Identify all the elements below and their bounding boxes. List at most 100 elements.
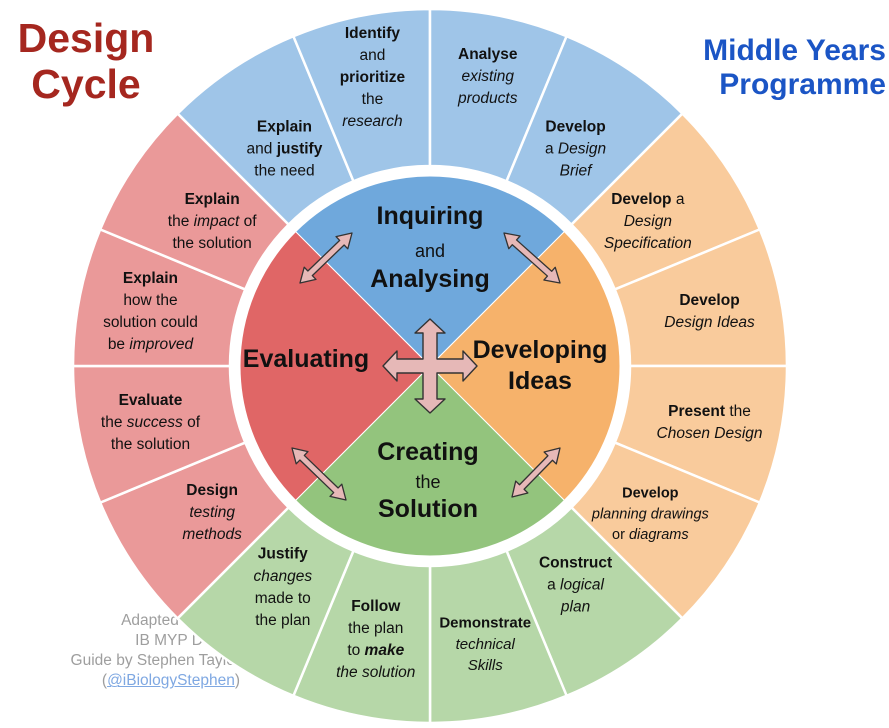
phase-developing-line-2: Ideas <box>508 367 572 395</box>
step-text-fragment: improved <box>129 336 194 353</box>
step-8-line-2: planning drawings <box>591 506 709 522</box>
arrow-developing-creating <box>511 447 561 498</box>
phase-creating-line-2: the <box>415 472 440 492</box>
step-15-line-4: be improved <box>108 336 195 353</box>
step-text-fragment: Develop <box>679 292 739 309</box>
step-text-fragment: technical <box>456 636 516 653</box>
step-text-fragment: make <box>365 642 405 659</box>
step-text-fragment: the <box>725 403 751 420</box>
step-text-fragment: research <box>342 113 402 130</box>
step-10-line-1: Demonstrate <box>439 615 531 632</box>
design-cycle-title: Design Cycle <box>0 15 172 108</box>
step-5-line-2: Design <box>624 213 672 230</box>
transition-arrows <box>291 232 561 501</box>
step-labels: Explain and justify the need Identify and pri… <box>101 25 763 681</box>
step-text-fragment: the need <box>254 163 314 180</box>
step-text-fragment: Identify <box>345 25 400 42</box>
twitter-handle-link[interactable]: @iBiologyStephen <box>107 672 235 690</box>
step-text-fragment: Develop <box>545 119 605 136</box>
step-text-fragment: Present <box>668 403 725 420</box>
step-7-line-1: Present the <box>668 403 751 420</box>
credit-line-3: Guide by Stephen Taylor <box>70 652 240 670</box>
step-text-fragment: be <box>108 336 130 353</box>
step-1-line-2: and justify <box>247 141 323 158</box>
title-left-line-2: Cycle <box>31 60 141 107</box>
step-text-fragment: Chosen Design <box>657 425 763 442</box>
step-10-line-2: technical <box>456 636 516 653</box>
step-text-fragment: Justify <box>258 546 308 563</box>
step-12-line-2: changes <box>253 568 312 585</box>
step-5-line-3: Specification <box>604 235 692 252</box>
step-9-line-1: Construct <box>539 554 612 571</box>
step-text-fragment: prioritize <box>340 69 406 86</box>
step-7-line-2: Chosen Design <box>657 425 763 442</box>
step-text-fragment: existing <box>461 68 514 85</box>
step-1-line-3: the need <box>254 163 314 180</box>
quadrant-developing <box>429 230 621 502</box>
step-text-fragment: the plan <box>348 620 403 637</box>
step-4-line-2: a Design <box>545 141 606 158</box>
step-text-fragment: impact <box>194 213 240 230</box>
step-12-line-4: the plan <box>255 612 310 629</box>
step-text-fragment: and <box>360 47 386 64</box>
step-2-line-5: research <box>342 113 402 130</box>
step-text-fragment: Design <box>186 482 238 499</box>
step-text-fragment: the <box>168 213 194 230</box>
arrow-evaluating-inquiring-shape <box>299 232 353 284</box>
step-text-fragment: Analyse <box>458 46 518 63</box>
step-text-fragment: Construct <box>539 554 612 571</box>
quadrant-inquiring <box>294 175 566 367</box>
step-2-line-1: Identify <box>345 25 400 42</box>
inner-disk <box>239 175 621 557</box>
step-15-line-1: Explain <box>123 270 178 287</box>
phase-labels: InquiringandAnalysingDevelopingIdeasCrea… <box>243 202 608 523</box>
center-cross-shape <box>382 318 478 414</box>
step-text-fragment: logical <box>560 576 604 593</box>
arrow-inquiring-developing-shape <box>503 232 561 284</box>
step-4-line-3: Brief <box>560 163 594 180</box>
step-11-line-1: Follow <box>351 598 401 615</box>
title-left-line-1: Design <box>17 15 155 61</box>
credit-line-4: (@iBiologyStephen) <box>0 671 240 691</box>
step-14-line-3: the solution <box>111 436 190 453</box>
step-8-line-1: Develop <box>622 486 679 502</box>
title-right-line-1: Middle Years <box>703 34 886 67</box>
step-text-fragment: Demonstrate <box>439 615 531 632</box>
step-text-fragment: Develop <box>622 486 679 502</box>
phase-developing-line-1: Developing <box>473 336 608 364</box>
credit-open-paren: ( <box>101 672 108 690</box>
step-11-line-3: to make <box>347 642 404 659</box>
step-text-fragment: a <box>545 141 558 158</box>
step-12-line-3: made to <box>255 590 311 607</box>
step-text-fragment: Brief <box>560 163 594 180</box>
step-text-fragment: products <box>457 90 518 107</box>
step-text-fragment: plan <box>560 598 590 615</box>
step-14-line-2: the success of <box>101 414 201 431</box>
step-9-line-2: a logical <box>547 576 604 593</box>
step-text-fragment: Design <box>624 213 672 230</box>
step-text-fragment: Specification <box>604 235 692 252</box>
step-text-fragment: success <box>127 414 183 431</box>
step-16-line-1: Explain <box>185 191 240 208</box>
step-16-line-2: the impact of <box>168 213 257 230</box>
step-13-line-1: Design <box>186 482 238 499</box>
step-text-fragment: the plan <box>255 612 310 629</box>
step-3-line-3: products <box>457 90 518 107</box>
step-text-fragment: how the <box>123 292 177 309</box>
step-2-line-4: the <box>362 91 384 108</box>
step-text-fragment: or <box>612 527 629 543</box>
phase-creating-line-1: Creating <box>377 438 478 466</box>
arrow-inquiring-developing <box>503 232 561 284</box>
step-11-line-2: the plan <box>348 620 403 637</box>
step-13-line-2: testing <box>189 504 235 521</box>
step-text-fragment: Develop <box>611 191 671 208</box>
step-15-line-3: solution could <box>103 314 198 331</box>
step-text-fragment: the solution <box>336 664 415 681</box>
arrow-creating-evaluating-shape <box>291 447 347 501</box>
step-14-line-1: Evaluate <box>119 392 183 409</box>
step-12-line-1: Justify <box>258 546 308 563</box>
step-8-line-3: or diagrams <box>612 527 689 543</box>
quadrant-creating <box>294 365 566 557</box>
phase-inquiring-line-1: Inquiring <box>377 202 484 230</box>
